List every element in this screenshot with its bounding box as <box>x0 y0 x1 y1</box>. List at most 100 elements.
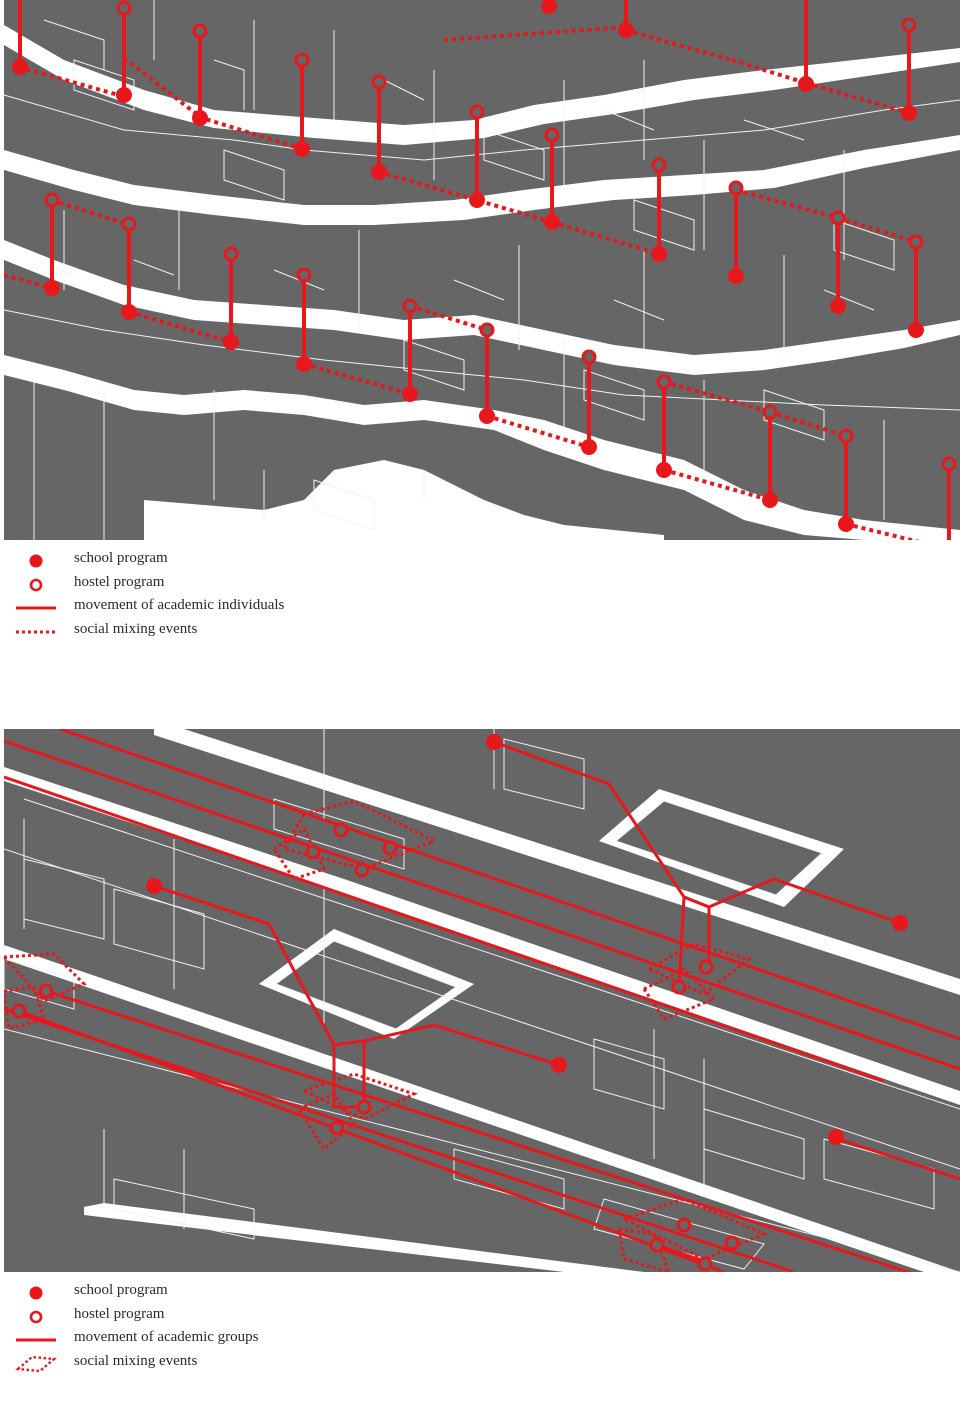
isometric-diagram-groups <box>4 729 960 1272</box>
solid-red-line-icon <box>16 606 56 610</box>
hostel-program-marker <box>38 983 54 999</box>
school-program-marker <box>618 22 634 38</box>
hostel-program-marker <box>656 374 672 390</box>
floor-slab <box>4 945 960 1272</box>
hostel-program-marker <box>697 1256 713 1272</box>
hostel-program-marker <box>724 1235 740 1251</box>
school-program-marker <box>294 141 310 157</box>
school-program-marker <box>728 268 744 284</box>
school-program-marker <box>551 1057 567 1073</box>
legend-label-hostel: hostel program <box>74 573 165 590</box>
hostel-program-marker <box>676 1217 692 1233</box>
legend-item-movement: movement of academic groups <box>0 1327 480 1351</box>
vertical-movement-lines <box>18 0 951 540</box>
hostel-program-marker <box>223 246 239 262</box>
hostel-program-marker <box>908 234 924 250</box>
floor-slab <box>4 25 960 145</box>
hollow-red-circle-icon <box>29 1310 43 1323</box>
legend-label-hostel: hostel program <box>74 1305 165 1322</box>
school-program-marker <box>371 164 387 180</box>
school-program-marker <box>146 878 162 894</box>
school-program-marker <box>901 105 917 121</box>
floor-platforms <box>4 25 960 540</box>
hostel-program-marker <box>121 216 137 232</box>
floor-slab <box>4 355 960 540</box>
architectural-linework <box>4 0 960 540</box>
school-program-marker <box>116 87 132 103</box>
school-program-marker <box>402 386 418 402</box>
legend-item-hostel: hostel program <box>0 1304 480 1328</box>
legend-item-school: school program <box>0 548 480 572</box>
school-program-marker <box>12 59 28 75</box>
hostel-program-marker <box>469 104 485 120</box>
hostel-program-marker <box>544 127 560 143</box>
school-program-marker <box>469 192 485 208</box>
solid-red-line-icon <box>16 1338 56 1342</box>
school-program-marker <box>541 0 557 14</box>
architectural-linework <box>4 729 960 1272</box>
hostel-program-marker <box>651 157 667 173</box>
legend-item-school: school program <box>0 1280 480 1304</box>
social-mixing-dotted-lines <box>4 25 920 540</box>
filled-red-circle-icon <box>29 554 43 568</box>
hostel-program-marker <box>294 52 310 68</box>
hostel-program-marker <box>728 180 744 196</box>
legend-label-movement: movement of academic individuals <box>74 597 285 613</box>
school-program-marker <box>544 214 560 230</box>
school-program-marker <box>828 1129 844 1145</box>
legend-item-social: social mixing events <box>0 619 480 643</box>
school-program-marker <box>192 110 208 126</box>
hollow-red-circle-icon <box>29 578 43 591</box>
hostel-program-marker <box>649 1237 665 1253</box>
legend-label-social: social mixing events <box>74 1352 198 1369</box>
school-program-marker <box>892 915 908 931</box>
floor-slab <box>154 729 960 995</box>
school-program-marker <box>830 298 846 314</box>
hostel-program-marker <box>354 862 370 878</box>
hostel-program-marker <box>838 428 854 444</box>
legend-item-movement: movement of academic individuals <box>0 595 480 619</box>
program-nodes <box>12 0 957 532</box>
isometric-diagram-individuals <box>4 0 960 540</box>
school-program-marker <box>223 334 239 350</box>
hostel-program-marker <box>698 959 714 975</box>
group-movement-lines <box>4 729 960 1272</box>
groups-axonometric-svg <box>4 729 960 1272</box>
legend-label-social: social mixing events <box>74 620 198 637</box>
school-program-marker <box>908 322 924 338</box>
school-program-marker <box>486 734 502 750</box>
filled-red-circle-icon <box>29 1286 43 1300</box>
floor-slab <box>4 135 960 225</box>
hostel-program-marker <box>333 822 349 838</box>
hostel-program-marker <box>371 74 387 90</box>
school-program-marker <box>651 246 667 262</box>
individuals-axonometric-svg <box>4 0 960 540</box>
hostel-program-marker <box>941 456 957 472</box>
hostel-program-marker <box>671 979 687 995</box>
school-program-marker <box>121 304 137 320</box>
school-program-marker <box>656 462 672 478</box>
legend-item-hostel: hostel program <box>0 572 480 596</box>
hostel-program-marker <box>329 1120 345 1136</box>
hostel-program-marker <box>11 1003 27 1019</box>
hostel-program-marker <box>581 349 597 365</box>
legend-label-school: school program <box>74 1282 168 1298</box>
school-program-marker <box>798 76 814 92</box>
dotted-red-line-icon <box>16 630 56 633</box>
legend-item-social: social mixing events <box>0 1351 480 1375</box>
legend-label-movement: movement of academic groups <box>74 1329 259 1345</box>
school-program-marker <box>838 516 854 532</box>
legend-groups: school program hostel program movement o… <box>0 1280 480 1374</box>
hostel-program-marker <box>762 404 778 420</box>
hostel-program-marker <box>116 0 132 16</box>
hostel-program-marker <box>192 23 208 39</box>
floor-slab <box>84 1203 644 1272</box>
school-program-marker <box>581 439 597 455</box>
floor-slab <box>4 767 960 1105</box>
legend-individuals: school program hostel program movement o… <box>0 548 480 642</box>
program-nodes <box>11 734 908 1272</box>
school-program-marker <box>762 492 778 508</box>
void-interior <box>274 800 823 1030</box>
hostel-program-marker <box>402 298 418 314</box>
dotted-red-diamond-icon <box>15 1355 57 1372</box>
